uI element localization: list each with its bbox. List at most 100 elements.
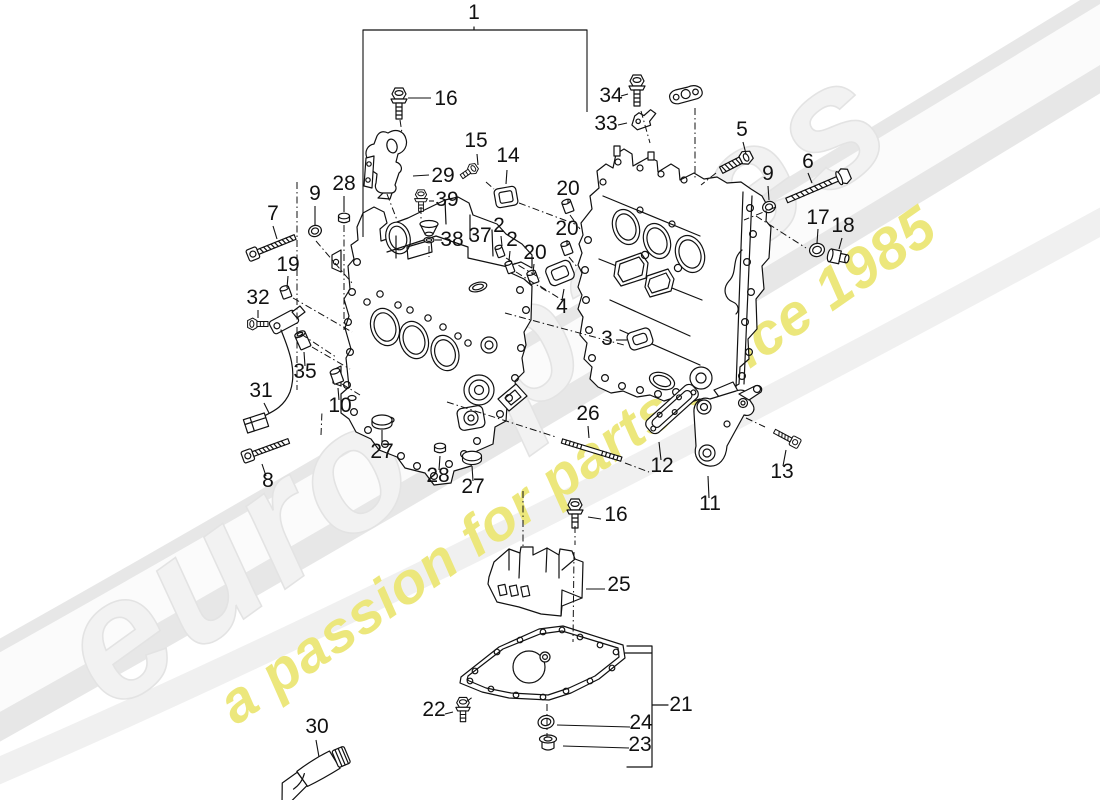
callout-label-2: 2 <box>493 214 505 237</box>
leader-line <box>816 228 819 244</box>
callout-label-19: 19 <box>276 253 299 276</box>
callout-label-33: 33 <box>594 112 617 135</box>
assembly-axis-line <box>572 551 575 643</box>
callout-label-31: 31 <box>249 379 272 402</box>
assembly-axis-line <box>505 257 541 279</box>
leader-line <box>412 174 430 177</box>
leader-line <box>562 745 630 749</box>
bushing-35 <box>294 330 312 351</box>
leader-line <box>500 235 503 247</box>
callout-label-1: 1 <box>468 1 480 24</box>
leader-line <box>505 169 508 185</box>
bolt-22 <box>455 696 471 723</box>
callout-label-32: 32 <box>246 286 269 309</box>
callout-label-25: 25 <box>607 573 630 596</box>
leader-line <box>587 425 590 439</box>
callout-label-30: 30 <box>305 715 328 738</box>
assembly-axis-line <box>386 193 398 221</box>
leader-line <box>617 122 628 126</box>
gasket-3 <box>626 327 654 351</box>
leader-line <box>658 441 662 461</box>
leader-line <box>556 724 631 728</box>
callout-label-14: 14 <box>496 144 520 167</box>
callout-label-16: 16 <box>604 503 627 526</box>
callout-label-38: 38 <box>440 228 463 251</box>
callout-label-35: 35 <box>293 360 316 383</box>
leader-line <box>782 449 787 467</box>
callout-label-26: 26 <box>576 402 599 425</box>
right-crankcase-half <box>577 145 772 406</box>
callout-label-11: 11 <box>699 492 721 515</box>
leader-line <box>620 93 629 97</box>
leader-line <box>838 237 843 250</box>
bolt-6 <box>785 168 852 204</box>
callout-label-23: 23 <box>628 733 651 756</box>
leader-line <box>767 185 770 201</box>
washer-9-left <box>308 224 322 238</box>
callout-label-6: 6 <box>802 150 814 173</box>
leader-line <box>303 351 306 367</box>
assembly-axis-line <box>755 215 807 249</box>
gasket-12 <box>645 383 699 435</box>
assembly-axis-line <box>518 202 576 225</box>
leader-line <box>444 711 454 715</box>
o-ring-38 <box>423 236 435 244</box>
sealant-tube-30 <box>281 746 351 800</box>
sensor-33 <box>631 109 657 131</box>
callout-label-20: 20 <box>523 241 546 264</box>
callout-label-29: 29 <box>431 164 454 187</box>
o-ring-24 <box>537 714 555 730</box>
bolt-34 <box>628 74 646 107</box>
o-ring-17 <box>808 242 826 258</box>
assembly-axis-line <box>539 285 563 301</box>
callout-label-20: 20 <box>556 177 579 200</box>
callout-label-13: 13 <box>770 460 793 483</box>
assembly-axis-line <box>399 119 403 134</box>
assembly-axis-line <box>515 271 549 293</box>
assembly-axis-line <box>568 256 579 269</box>
assembly-axis-line <box>569 214 581 230</box>
callout-label-18: 18 <box>831 214 854 237</box>
assembly-axis-line <box>292 297 353 333</box>
bolt-16-top <box>390 87 408 120</box>
bolt-7 <box>245 234 297 262</box>
bolt-32 <box>247 317 269 331</box>
washer-9-right <box>762 200 776 214</box>
lifting-bracket-29 <box>363 129 408 200</box>
bolt-13 <box>772 428 802 449</box>
callout-label-15: 15 <box>464 129 487 152</box>
leader-line <box>742 141 747 155</box>
oil-pan-gasket <box>459 625 626 701</box>
gasket-4 <box>545 259 575 287</box>
leader-line <box>587 516 602 520</box>
callout-label-8: 8 <box>262 469 274 492</box>
leader-line <box>263 402 270 414</box>
assembly-axis-line <box>465 695 475 703</box>
nut-28-top <box>337 212 351 224</box>
leader-line <box>286 275 289 289</box>
bracket-11 <box>693 384 763 467</box>
left-crankcase-half <box>331 196 533 486</box>
callout-label-24: 24 <box>629 711 653 734</box>
callout-label-2: 2 <box>506 228 518 251</box>
bolt-8 <box>240 438 291 464</box>
callout-label-34: 34 <box>599 84 623 107</box>
dowel-pin-2b <box>504 260 516 275</box>
assembly-axis-line <box>745 417 766 428</box>
leader-line <box>315 739 320 758</box>
leader-line <box>561 288 565 301</box>
assembly-axis-line <box>341 383 361 396</box>
bolt-5 <box>718 150 754 174</box>
assembly-axis-line <box>640 110 651 144</box>
callout-label-28: 28 <box>426 464 449 487</box>
callout-label-22: 22 <box>422 698 445 721</box>
callout-label-5: 5 <box>736 118 748 141</box>
bolt-16-lower <box>566 498 584 529</box>
bracket-21 <box>624 645 669 768</box>
funnel-37 <box>419 219 439 237</box>
assembly-axis-line <box>743 206 777 221</box>
cover-14 <box>493 185 519 209</box>
assembly-axis-line <box>315 240 353 284</box>
